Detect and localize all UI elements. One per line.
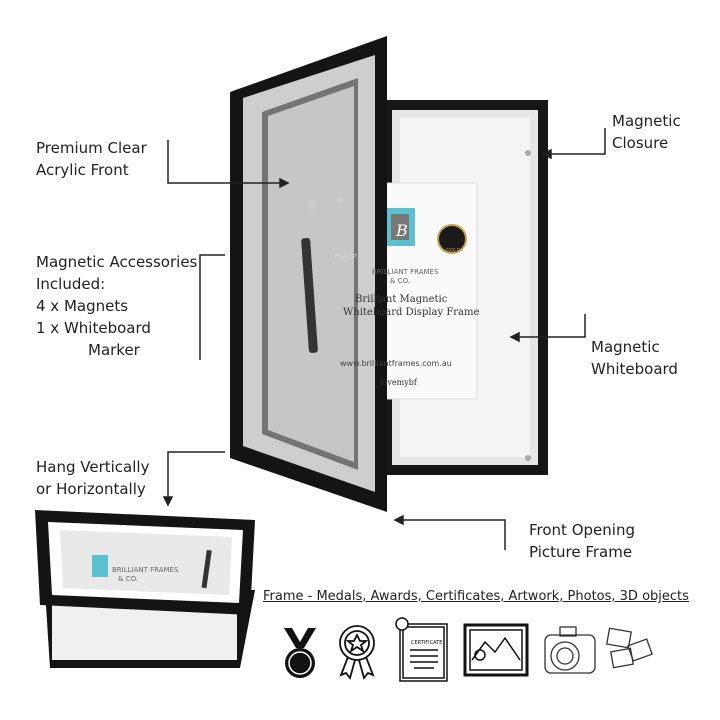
- whiteboard-marker: [301, 237, 318, 353]
- magnet-closure: [525, 150, 531, 156]
- small-frame-brand: BRILLIANT FRAMES: [112, 566, 179, 574]
- label-line: Picture Frame: [529, 543, 633, 561]
- label-line: Magnetic: [612, 112, 681, 130]
- label-line: or Horizontally: [36, 480, 146, 498]
- label-line: Front Opening: [529, 521, 635, 539]
- camera-photos-icon: [544, 626, 653, 674]
- front-door: [230, 36, 387, 512]
- uses-caption: Frame - Medals, Awards, Certificates, Ar…: [263, 589, 689, 604]
- poster-title-2: Whiteboard Display Frame: [343, 307, 479, 318]
- label-line: Hang Vertically: [36, 458, 150, 476]
- label-hang: Hang Vertically or Horizontally: [36, 456, 149, 500]
- small-frame-brand-suffix: & CO.: [118, 575, 138, 583]
- medal-icon: [284, 628, 316, 678]
- framed-artwork-icon: [463, 623, 529, 677]
- badge-right-text: GOLD: [446, 248, 461, 254]
- label-line: Premium Clear: [36, 139, 147, 157]
- brand-name: BRILLIANT FRAMES: [372, 268, 439, 276]
- label-line: Magnetic Accessories: [36, 253, 198, 271]
- label-line: Magnetic: [591, 338, 660, 356]
- label-line: Closure: [612, 134, 669, 152]
- poster-website: www.brilliantframes.com.au: [340, 359, 452, 368]
- label-line: Included:: [36, 275, 106, 293]
- label-line: Marker: [88, 341, 140, 359]
- label-line: 4 x Magnets: [36, 297, 129, 315]
- poster-social: lovemybf: [380, 378, 418, 387]
- brand-suffix: & CO.: [390, 277, 410, 285]
- poster-title-1: Brilliant Magnetic: [355, 294, 448, 305]
- award-ribbon-icon: [339, 625, 375, 680]
- certificate-label: CERTIFICATE: [411, 640, 442, 646]
- label-line: Whiteboard: [591, 360, 678, 378]
- badge-left-text: FINALIST: [335, 254, 358, 260]
- label-line: 1 x Whiteboard: [36, 319, 151, 337]
- pointer-lines: [162, 128, 606, 550]
- horizontal-frame: BRILLIANT FRAMES & CO.: [35, 510, 255, 668]
- svg-text:B: B: [395, 221, 408, 240]
- certificate-icon: CERTIFICATE: [395, 617, 448, 682]
- label-line: Acrylic Front: [36, 161, 129, 179]
- badge-gold: [437, 224, 467, 254]
